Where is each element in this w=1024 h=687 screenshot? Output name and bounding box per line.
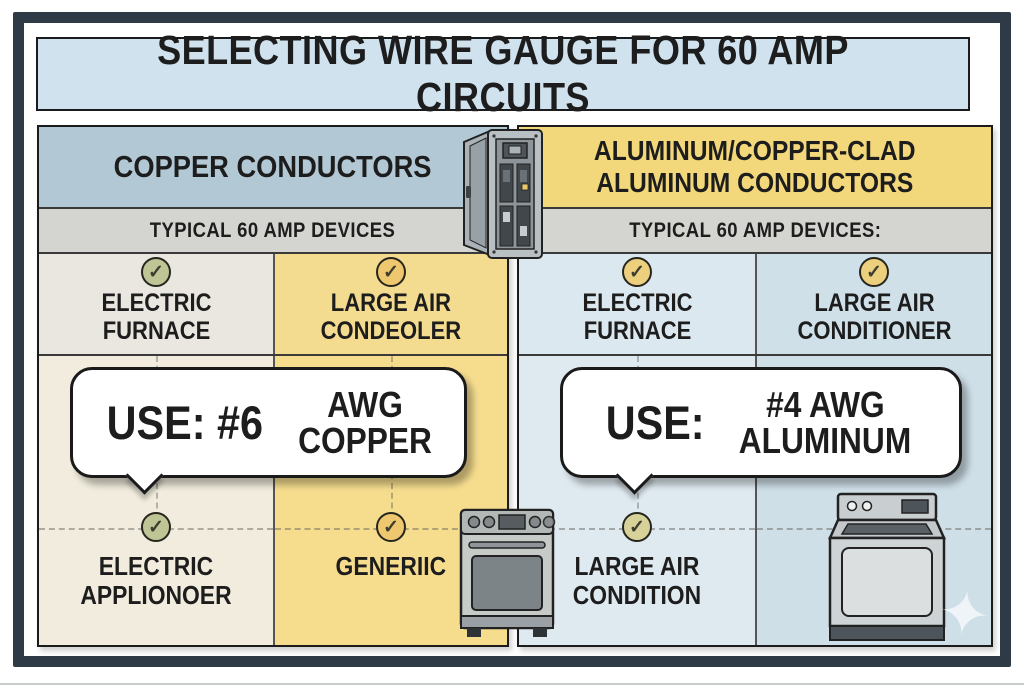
title-banner: SELECTING WIRE GAUGE FOR 60 AMP CIRCUITS xyxy=(36,27,970,120)
bubble-line1: AWG xyxy=(327,384,404,426)
aluminum-header: ALUMINUM/COPPER-CLAD ALUMINUM CONDUCTORS xyxy=(519,127,991,209)
breaker-panel-icon xyxy=(463,129,543,259)
aluminum-header-label: ALUMINUM/COPPER-CLAD ALUMINUM CONDUCTORS xyxy=(594,134,916,198)
check-icon: ✓ xyxy=(622,512,652,542)
bubble-line1: #4 AWG xyxy=(765,384,885,426)
bubble-prefix: USE: xyxy=(605,396,705,449)
washer-dryer-icon xyxy=(828,492,946,641)
aluminum-top-devices-row: ✓ ELECTRIC FURNACE ✓ LARGE AIR CONDITION… xyxy=(519,254,991,356)
aluminum-subheader-label: TYPICAL 60 AMP DEVICES: xyxy=(628,218,882,242)
bubble-prefix: USE: #6 xyxy=(106,396,263,449)
copper-subheader: TYPICAL 60 AMP DEVICES xyxy=(39,209,507,254)
recommendation-bubble-copper: USE: #6 AWG COPPER xyxy=(70,367,467,495)
check-icon: ✓ xyxy=(622,257,652,287)
aluminum-subheader: TYPICAL 60 AMP DEVICES: xyxy=(519,209,991,254)
checkmark-glyph: ✓ xyxy=(383,516,399,538)
device-cell-large-air-conditioner: ✓ LARGE AIR CONDITIONER xyxy=(755,254,991,354)
device-label: LARGE AIR CONDITION xyxy=(572,551,702,611)
device-cell-large-air-condeoler: ✓ LARGE AIR CONDEOLER xyxy=(273,254,507,354)
check-icon: ✓ xyxy=(141,512,171,542)
check-icon: ✓ xyxy=(859,257,889,287)
outer-frame xyxy=(13,12,1011,667)
recommendation-bubble-aluminum: USE: #4 AWG ALUMINUM xyxy=(560,367,962,495)
device-cell-electric-furnace: ✓ ELECTRIC FURNACE xyxy=(39,254,273,354)
bubble-line2: COPPER xyxy=(298,419,433,461)
bubble-line2: ALUMINUM xyxy=(738,419,912,461)
checkmark-glyph: ✓ xyxy=(148,261,164,283)
device-label: LARGE AIR CONDITIONER xyxy=(797,289,951,345)
device-label: LARGE AIR CONDEOLER xyxy=(320,289,462,345)
check-icon: ✓ xyxy=(141,257,171,287)
bubble-stack: #4 AWG ALUMINUM xyxy=(727,384,923,461)
device-label: GENERIIC xyxy=(335,551,447,581)
device-cell-electric-furnace-al: ✓ ELECTRIC FURNACE xyxy=(519,254,755,354)
check-icon: ✓ xyxy=(376,512,406,542)
checkmark-glyph: ✓ xyxy=(866,261,882,283)
device-label: ELECTRIC FURNACE xyxy=(582,289,692,345)
copper-top-devices-row: ✓ ELECTRIC FURNACE ✓ LARGE AIR CONDEOLER xyxy=(39,254,507,356)
oven-range-icon xyxy=(459,508,556,637)
checkmark-glyph: ✓ xyxy=(629,516,645,538)
copper-header: COPPER CONDUCTORS xyxy=(39,127,507,209)
device-label: ELECTRIC APPLIONOER xyxy=(80,551,232,611)
checkmark-glyph: ✓ xyxy=(148,516,164,538)
copper-subheader-label: TYPICAL 60 AMP DEVICES xyxy=(150,218,396,242)
bubble-stack: AWG COPPER xyxy=(289,384,441,461)
device-label: ELECTRIC FURNACE xyxy=(101,289,211,345)
sparkle-icon: ✦ xyxy=(933,576,995,653)
checkmark-glyph: ✓ xyxy=(383,261,399,283)
copper-header-label: COPPER CONDUCTORS xyxy=(114,149,432,184)
page-title: SELECTING WIRE GAUGE FOR 60 AMP CIRCUITS xyxy=(157,27,849,120)
check-icon: ✓ xyxy=(376,257,406,287)
checkmark-glyph: ✓ xyxy=(629,261,645,283)
bottom-edge-line xyxy=(0,683,1024,685)
